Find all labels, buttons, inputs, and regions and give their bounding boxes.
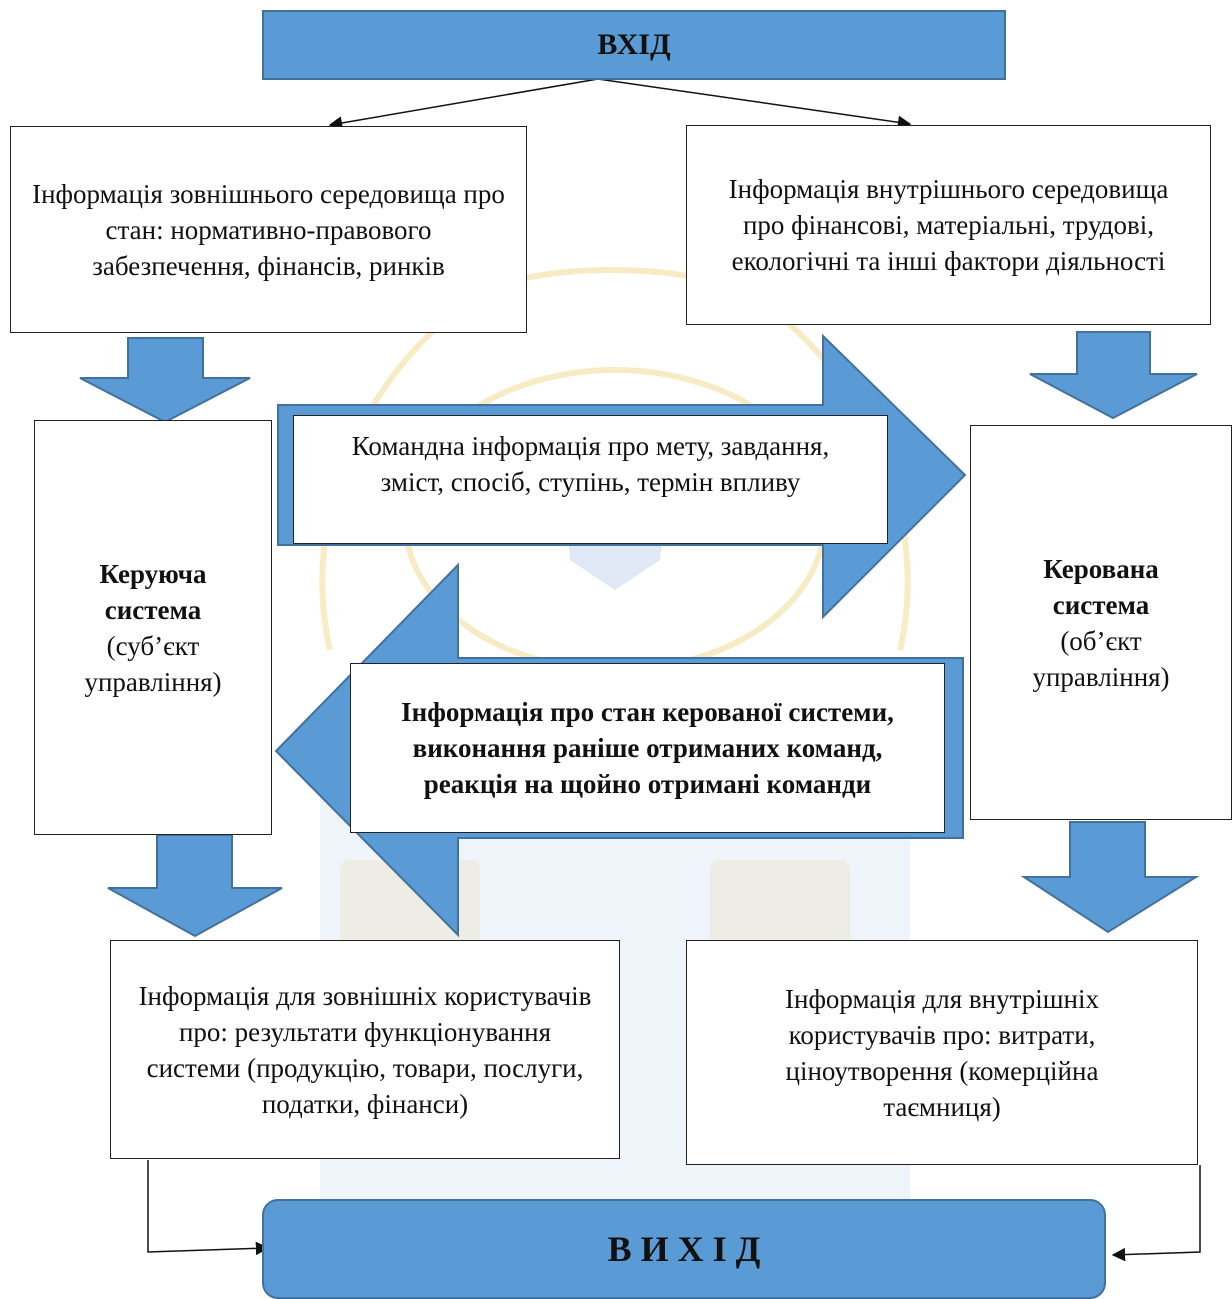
controlled-system-box: Керована система (об’єкт управління) <box>970 425 1232 820</box>
input-label: ВХІД <box>597 28 671 61</box>
input-to-external-connector <box>328 78 599 130</box>
down-arrow-right-top <box>1029 331 1198 420</box>
feedback-info-box: Інформація про стан керованої системи, в… <box>350 663 945 833</box>
controlling-system-box: Керуюча система (суб’єкт управління) <box>34 420 272 835</box>
controlling-system-title: Керуюча система <box>99 558 207 625</box>
external-environment-box: Інформація зовнішнього середовища про ст… <box>10 126 527 333</box>
output-banner: В И Х І Д <box>262 1199 1106 1299</box>
down-arrow-left-top <box>79 337 251 424</box>
internal-environment-text: Інформація внутрішнього середовища про ф… <box>728 174 1169 276</box>
internal-users-to-output-connector <box>1111 1165 1201 1262</box>
command-info-text: Командна інформація про мету, завдання, … <box>351 431 830 497</box>
input-banner: ВХІД <box>262 10 1006 80</box>
down-arrow-right-bottom <box>1020 821 1200 934</box>
external-users-text: Інформація для зовнішніх користувачів пр… <box>138 980 592 1119</box>
internal-users-text: Інформація для внутрішніх користувачів п… <box>785 983 1099 1122</box>
internal-users-box: Інформація для внутрішніх користувачів п… <box>686 940 1198 1165</box>
down-arrow-left-bottom <box>107 834 283 938</box>
external-environment-text: Інформація зовнішнього середовища про ст… <box>32 178 505 281</box>
output-label: В И Х І Д <box>607 1229 761 1269</box>
controlled-system-subtitle: (об’єкт управління) <box>1032 625 1170 692</box>
command-info-box: Командна інформація про мету, завдання, … <box>293 415 888 544</box>
external-users-box: Інформація для зовнішніх користувачів пр… <box>110 940 620 1159</box>
input-to-internal-connector <box>597 78 912 129</box>
external-users-to-output-connector <box>147 1160 270 1256</box>
controlling-system-subtitle: (суб’єкт управління) <box>84 630 222 697</box>
controlled-system-title: Керована система <box>1043 553 1159 620</box>
internal-environment-box: Інформація внутрішнього середовища про ф… <box>686 125 1211 325</box>
feedback-info-text: Інформація про стан керованої системи, в… <box>401 697 894 799</box>
